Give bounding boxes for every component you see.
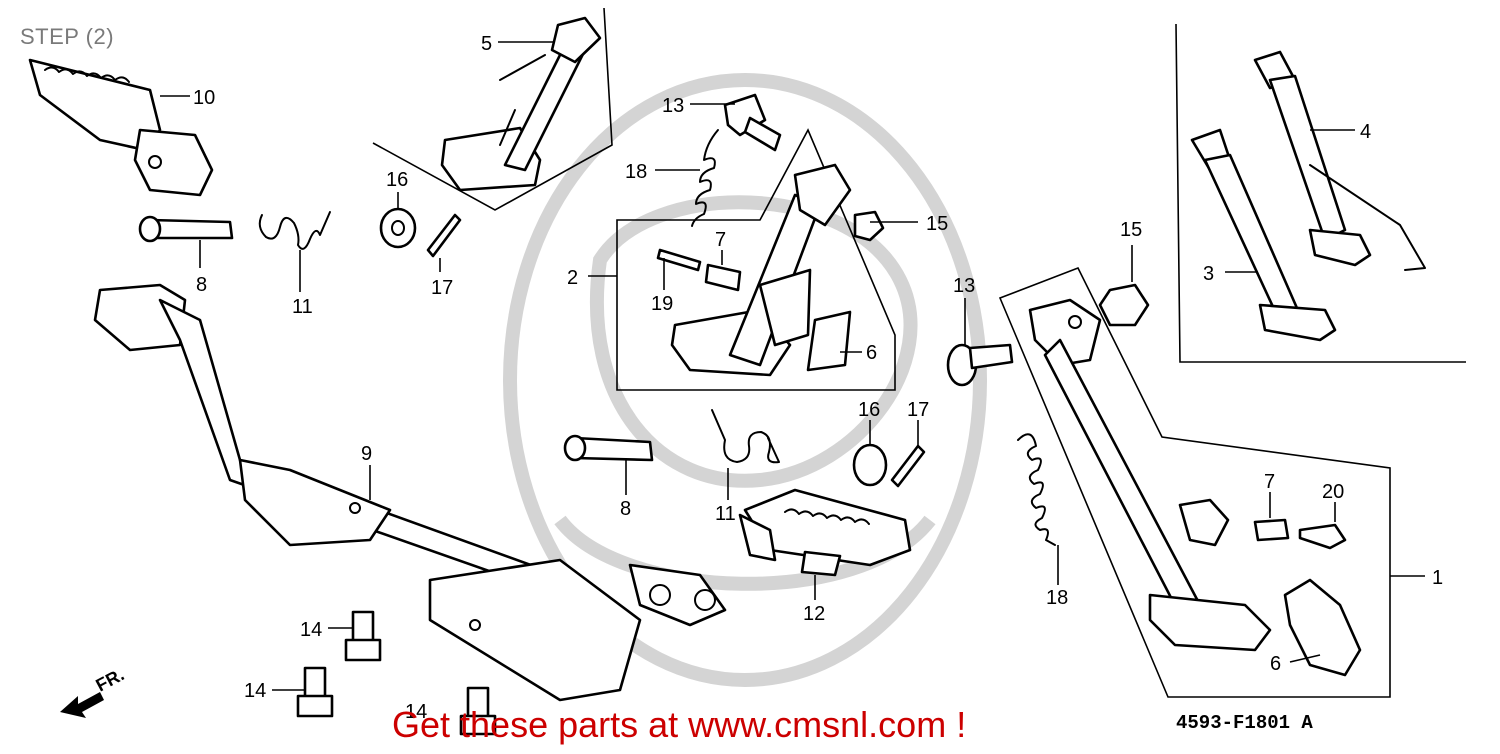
front-direction-arrow: [60, 692, 104, 718]
side-stand-part-1: [1028, 298, 1272, 652]
callout-16b: 16: [858, 399, 880, 421]
spring-part-18-right: [1017, 433, 1056, 546]
callout-14c: 14: [405, 701, 427, 723]
footpeg-part-12: [738, 488, 912, 577]
callout-12: 12: [803, 603, 825, 625]
bolt-part-13-right: [946, 343, 1014, 387]
bolt-part-20: [1298, 523, 1347, 550]
bolt-part-13-top: [723, 93, 782, 152]
nut-part-15-mid: [853, 210, 885, 242]
callout-19: 19: [651, 293, 673, 315]
callout-7b: 7: [1264, 471, 1275, 493]
callout-18b: 18: [1046, 587, 1068, 609]
callout-1: 1: [1432, 567, 1443, 589]
callout-7: 7: [715, 229, 726, 251]
callout-20: 20: [1322, 481, 1344, 503]
callout-6: 6: [866, 342, 877, 364]
callout-16: 16: [386, 169, 408, 191]
group-box-1: [998, 266, 1391, 698]
washer-part-16: [379, 207, 417, 249]
callout-6b: 6: [1270, 653, 1281, 675]
pad-part-6-right: [1283, 578, 1362, 677]
fr-direction-label: FR.: [92, 664, 127, 695]
inset-box-right: [1175, 23, 1466, 363]
group-box-2: [616, 128, 896, 391]
callout-2: 2: [567, 267, 578, 289]
callout-8b: 8: [620, 498, 631, 520]
spring-part-11-top: [258, 211, 331, 250]
diagram-title: STEP (2): [20, 24, 115, 49]
callout-17b: 17: [907, 399, 929, 421]
callout-15b: 15: [1120, 219, 1142, 241]
stand-part-3: [1190, 128, 1337, 342]
stand-part-4: [1253, 50, 1426, 271]
leader-lines: [160, 41, 1425, 691]
callout-11: 11: [292, 296, 313, 318]
spring-part-11-mid: [711, 409, 780, 464]
stand-part-5: [440, 16, 602, 192]
callout-11b: 11: [715, 503, 736, 525]
cotter-pin-part-17-mid: [890, 444, 926, 488]
inset-box-top: [372, 7, 613, 211]
nut-part-15-right: [1098, 283, 1150, 327]
brake-pedal-part-9: [93, 283, 727, 702]
callout-15: 15: [926, 213, 948, 235]
pad-part-6-mid: [806, 310, 852, 372]
bolt-part-14-a: [344, 610, 382, 662]
callout-labels: 10 5 16 17 8 11 13 18 7 15 2 19 6 4 3 15…: [92, 33, 1443, 723]
washer-part-16-mid: [852, 443, 888, 487]
callout-5: 5: [481, 33, 492, 55]
bolt-part-19: [656, 248, 702, 272]
callout-13: 13: [662, 95, 684, 117]
bolt-part-14-b: [296, 666, 334, 718]
callout-8: 8: [196, 274, 207, 296]
collar-part-7-right: [1253, 518, 1290, 542]
cotter-pin-part-17: [426, 213, 462, 258]
callout-17: 17: [431, 277, 453, 299]
footpeg-part-10: [28, 58, 214, 197]
callout-14a: 14: [300, 619, 322, 641]
pin-part-8-mid: [563, 434, 654, 462]
callout-4: 4: [1360, 121, 1371, 143]
spring-part-18-top: [691, 129, 719, 227]
callout-10: 10: [193, 87, 215, 109]
callout-9: 9: [361, 443, 372, 465]
pin-part-8-top: [138, 215, 234, 243]
callout-13b: 13: [953, 275, 975, 297]
stand-part-2: [670, 163, 852, 377]
promo-banner-link[interactable]: Get these parts at www.cmsnl.com !: [392, 704, 967, 745]
bolt-part-14-c: [459, 686, 497, 736]
collar-part-7-mid: [704, 263, 742, 292]
callout-18: 18: [625, 161, 647, 183]
callout-3: 3: [1203, 263, 1214, 285]
diagram-code: 4593-F1801 A: [1176, 712, 1313, 734]
callout-14b: 14: [244, 680, 266, 702]
